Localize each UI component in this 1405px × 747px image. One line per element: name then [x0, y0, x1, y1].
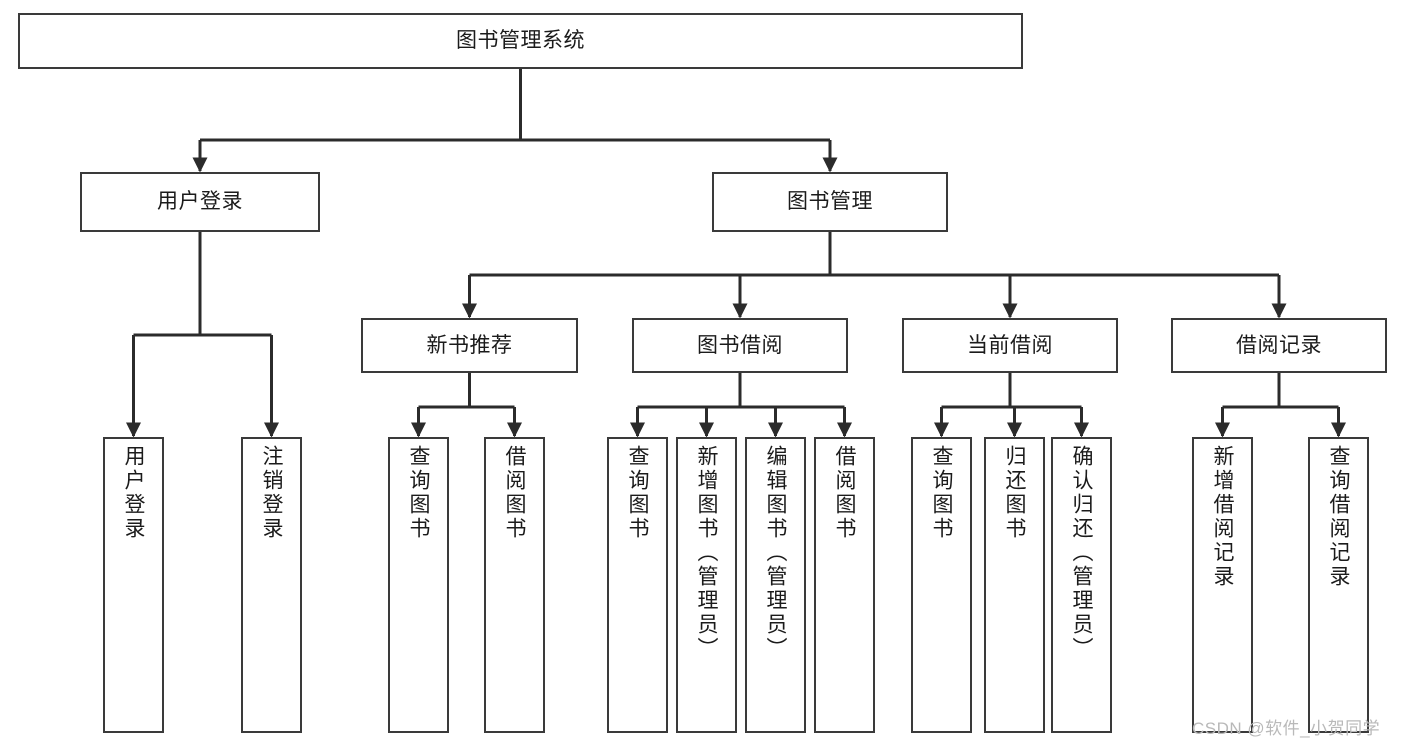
node-label: 查询图书: [626, 445, 649, 541]
node-label: 用户登录: [157, 190, 243, 214]
node-label: 图书管理系统: [456, 29, 585, 53]
connector-group: [126, 69, 1346, 438]
node-borrow-record[interactable]: 借阅记录: [1171, 318, 1387, 373]
node-label: 借阅记录: [1236, 333, 1322, 357]
node-label: 确认归还（管理员）: [1070, 445, 1093, 661]
node-label: 查询图书: [407, 445, 430, 541]
node-current-borrow[interactable]: 当前借阅: [902, 318, 1118, 373]
node-root[interactable]: 图书管理系统: [18, 13, 1023, 69]
node-leaf-borrow-query[interactable]: 查询图书: [607, 437, 668, 733]
node-new-book-rec[interactable]: 新书推荐: [361, 318, 578, 373]
node-label: 查询图书: [930, 445, 953, 541]
node-leaf-rec-search[interactable]: 查询借阅记录: [1308, 437, 1369, 733]
node-label: 用户登录: [122, 445, 145, 541]
node-leaf-borrow-edit[interactable]: 编辑图书（管理员）: [745, 437, 806, 733]
node-label: 图书管理: [787, 190, 873, 214]
node-label: 编辑图书（管理员）: [764, 445, 787, 661]
node-leaf-user-login[interactable]: 用户登录: [103, 437, 164, 733]
node-leaf-cur-confirm[interactable]: 确认归还（管理员）: [1051, 437, 1112, 733]
node-leaf-rec-borrow[interactable]: 借阅图书: [484, 437, 545, 733]
node-label: 注销登录: [260, 445, 283, 541]
node-leaf-logout[interactable]: 注销登录: [241, 437, 302, 733]
node-leaf-cur-return[interactable]: 归还图书: [984, 437, 1045, 733]
node-label: 查询借阅记录: [1327, 445, 1350, 589]
node-book-manage[interactable]: 图书管理: [712, 172, 948, 232]
node-label: 归还图书: [1003, 445, 1026, 541]
node-leaf-borrow-add[interactable]: 新增图书（管理员）: [676, 437, 737, 733]
node-label: 借阅图书: [503, 445, 526, 541]
node-label: 新增图书（管理员）: [695, 445, 718, 661]
node-leaf-rec-query[interactable]: 查询图书: [388, 437, 449, 733]
node-label: 新书推荐: [426, 333, 513, 357]
node-label: 借阅图书: [833, 445, 856, 541]
node-label: 当前借阅: [967, 333, 1053, 357]
node-leaf-cur-query[interactable]: 查询图书: [911, 437, 972, 733]
node-user-login[interactable]: 用户登录: [80, 172, 320, 232]
node-leaf-borrow-borrow[interactable]: 借阅图书: [814, 437, 875, 733]
node-label: 图书借阅: [697, 333, 783, 357]
node-leaf-rec-add[interactable]: 新增借阅记录: [1192, 437, 1253, 733]
node-label: 新增借阅记录: [1211, 445, 1234, 589]
node-book-borrow[interactable]: 图书借阅: [632, 318, 848, 373]
